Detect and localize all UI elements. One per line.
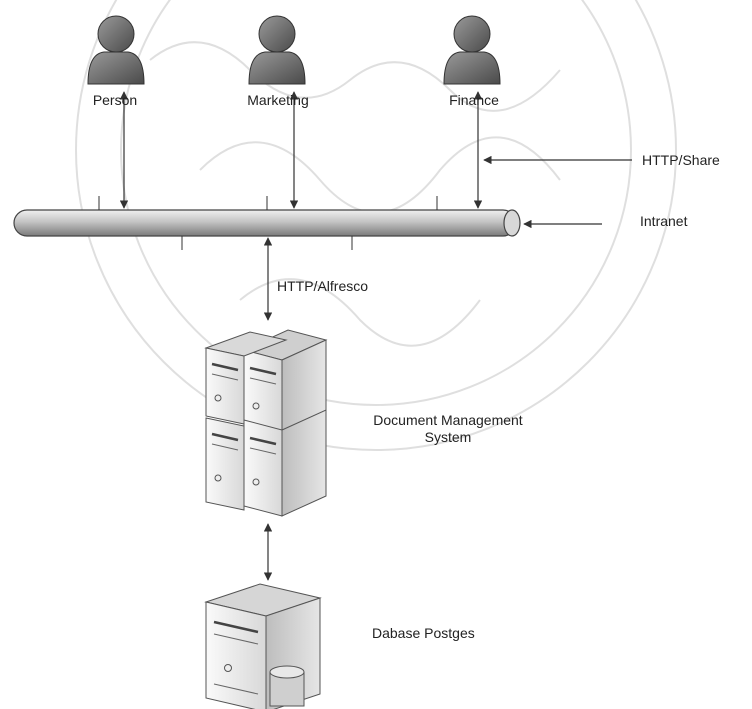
document-management-server bbox=[204, 329, 328, 517]
person-label: Person bbox=[92, 92, 138, 108]
dms-label-line1: Document Management bbox=[373, 412, 523, 428]
marketing-label: Marketing bbox=[247, 92, 309, 108]
dms-label-line2: System bbox=[424, 429, 472, 445]
intranet-label: Intranet bbox=[640, 213, 688, 229]
database-label: Dabase Postges bbox=[372, 625, 475, 641]
marketing-icon bbox=[248, 15, 306, 85]
finance-label: Finance bbox=[449, 92, 499, 108]
database-cylinder-icon bbox=[269, 665, 305, 707]
person-icon bbox=[87, 15, 145, 85]
finance-icon bbox=[443, 15, 501, 85]
http-alfresco-label: HTTP/Alfresco bbox=[277, 278, 369, 294]
http-share-label: HTTP/Share bbox=[642, 152, 720, 168]
intranet-bus bbox=[13, 196, 521, 250]
dms-label: Document Management System bbox=[338, 412, 558, 446]
